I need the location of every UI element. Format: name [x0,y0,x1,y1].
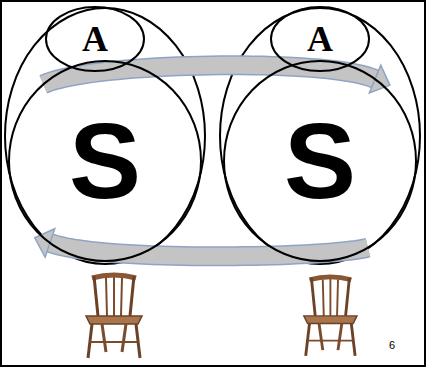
oval-letter: S [69,107,141,215]
self-oval: S [223,60,417,262]
person-outline [220,8,420,264]
arrow-band [43,65,375,84]
page-number: 6 [389,340,395,351]
chair-icon [86,275,142,358]
chair-icon [304,277,357,356]
arrow-band [50,243,368,256]
arrow-band-edge [50,243,368,256]
attitude-oval: A [270,6,370,72]
oval-letter: S [284,107,356,215]
self-oval: S [8,60,202,262]
oval-letter: A [307,21,333,57]
exchange-arrow [35,229,368,257]
arrow-band-edge [43,65,375,84]
person-outline [5,8,205,264]
oval-letter: A [82,21,108,57]
